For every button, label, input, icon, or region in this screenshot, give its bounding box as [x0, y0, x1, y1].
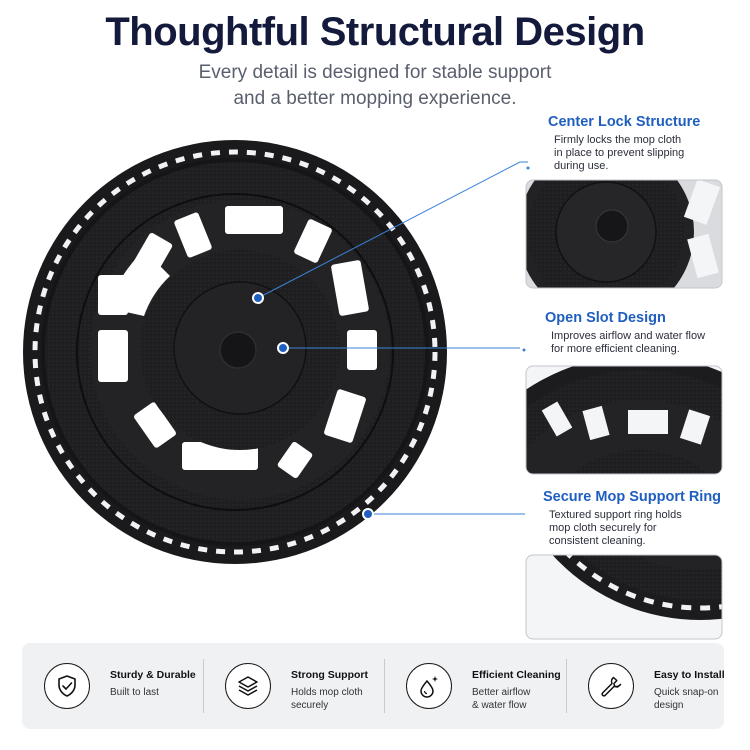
- feature-desc-line: Better airflow: [472, 687, 531, 698]
- feature-title: Efficient Cleaning: [472, 669, 561, 681]
- feature-desc-line: design: [654, 700, 684, 711]
- feature-desc-line: Holds mop cloth: [291, 687, 363, 698]
- feature-title: Sturdy & Durable: [110, 669, 196, 681]
- feature-icon-circle: [588, 663, 634, 709]
- slot-cutouts: [98, 206, 377, 478]
- feature-divider: [566, 659, 567, 713]
- feature-desc-line: Quick snap-on: [654, 687, 719, 698]
- callout-desc-line: in place to prevent slipping: [554, 147, 685, 159]
- layers-icon: [238, 676, 258, 696]
- callout-open-slot: Open Slot Design Improves airflow and wa…: [545, 310, 735, 356]
- callout-dots: [252, 292, 374, 520]
- callout-desc-line: during use.: [554, 160, 609, 172]
- detail-open-slot-image: [526, 366, 722, 474]
- feature-desc: Quick snap-on design: [654, 686, 744, 712]
- callout-desc: Firmly locks the mop cloth in place to p…: [548, 134, 738, 173]
- feature-desc-line: Built to last: [110, 687, 159, 698]
- feature-divider: [384, 659, 385, 713]
- feature-divider: [203, 659, 204, 713]
- callout-title: Center Lock Structure: [548, 114, 701, 130]
- feature-sturdy-durable: Sturdy & Durable Built to last: [22, 643, 197, 729]
- water-drop-sparkle-icon: [420, 676, 438, 698]
- feature-icon-circle: [406, 663, 452, 709]
- feature-bar: Sturdy & Durable Built to last Strong Su…: [22, 643, 725, 729]
- feature-desc-line: securely: [291, 700, 329, 711]
- detail-center-lock-image: [526, 180, 722, 288]
- detail-support-ring-image: [526, 555, 722, 639]
- callout-desc-line: Textured support ring holds: [549, 509, 682, 521]
- shield-check-icon: [58, 675, 76, 697]
- wrench-icon: [601, 676, 622, 697]
- callout-leaders: [257, 161, 528, 515]
- callout-desc-line: Improves airflow and water flow: [551, 330, 706, 342]
- feature-icon-circle: [44, 663, 90, 709]
- mop-pad-rim-dashes: [32, 149, 438, 555]
- feature-strong-support: Strong Support Holds mop cloth securely: [203, 643, 378, 729]
- feature-desc: Better airflow & water flow: [472, 686, 562, 712]
- page-subtitle: Every detail is designed for stable supp…: [0, 60, 750, 112]
- callout-title: Open Slot Design: [545, 310, 666, 326]
- feature-icon-circle: [225, 663, 271, 709]
- callout-support-ring: Secure Mop Support Ring Textured support…: [543, 489, 733, 548]
- callout-desc-line: for more efficient cleaning.: [551, 343, 680, 355]
- subtitle-line-1: Every detail is designed for stable supp…: [198, 62, 552, 83]
- callout-desc-line: Firmly locks the mop cloth: [554, 134, 682, 146]
- feature-title: Easy to Install: [654, 669, 725, 681]
- feature-title: Strong Support: [291, 669, 368, 681]
- feature-easy-install: Easy to Install Quick snap-on design: [566, 643, 741, 729]
- callout-desc: Improves airflow and water flow for more…: [545, 330, 735, 356]
- feature-desc-line: & water flow: [472, 700, 527, 711]
- callout-desc-line: mop cloth securely for: [549, 522, 657, 534]
- feature-desc: Built to last: [110, 686, 200, 699]
- page-title: Thoughtful Structural Design: [105, 10, 645, 54]
- feature-desc: Holds mop cloth securely: [291, 686, 381, 712]
- callout-desc-line: consistent cleaning.: [549, 535, 646, 547]
- callout-center-lock: Center Lock Structure Firmly locks the m…: [548, 114, 738, 173]
- callout-desc: Textured support ring holds mop cloth se…: [543, 509, 733, 548]
- center-lock-knob: [219, 331, 257, 369]
- feature-efficient-cleaning: Efficient Cleaning Better airflow & wate…: [384, 643, 562, 729]
- callout-title: Secure Mop Support Ring: [543, 489, 722, 505]
- subtitle-line-2: and a better mopping experience.: [233, 88, 517, 109]
